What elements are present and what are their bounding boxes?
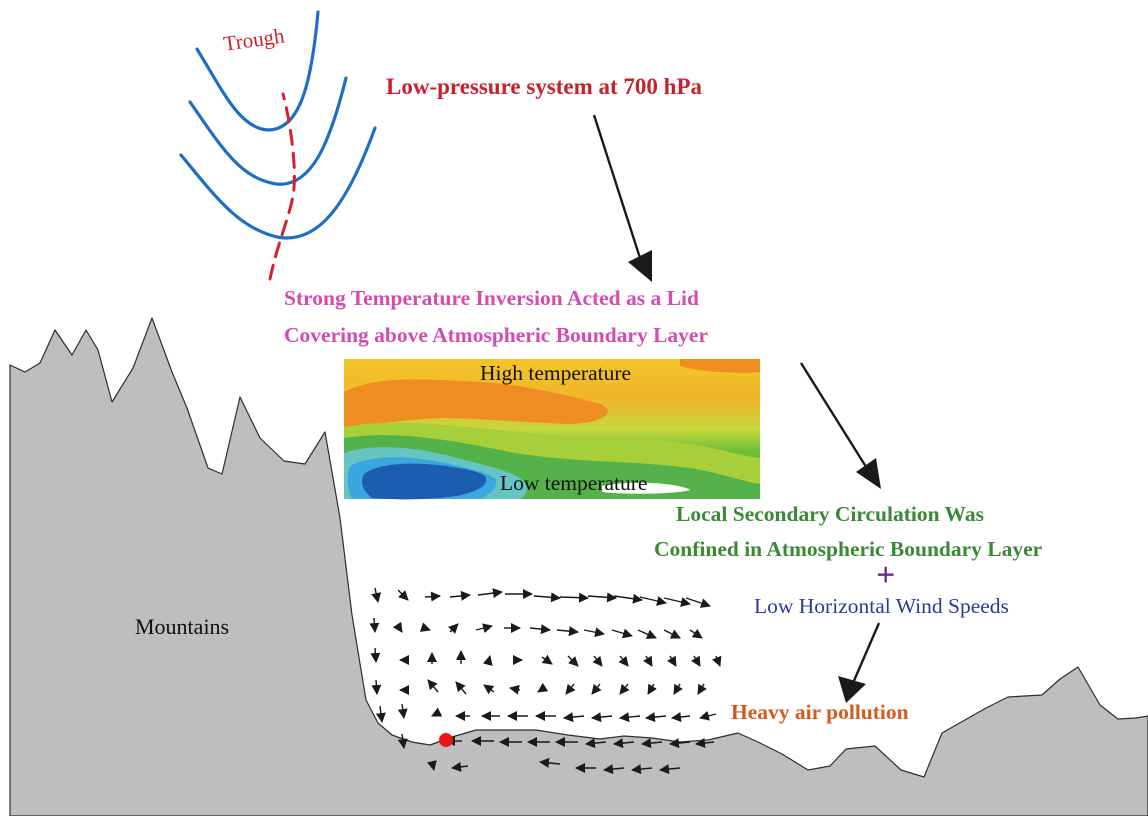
wind-vector-field <box>369 587 722 775</box>
low-wind-label: Low Horizontal Wind Speeds <box>754 594 1009 618</box>
low-pressure-label: Low-pressure system at 700 hPa <box>386 74 703 99</box>
high-temperature-label: High temperature <box>480 361 632 385</box>
inversion-label-line2: Covering above Atmospheric Boundary Laye… <box>284 323 709 347</box>
contour-line-1 <box>195 10 320 132</box>
local-circulation-label-line2: Confined in Atmospheric Boundary Layer <box>654 537 1043 561</box>
arrow-inversion-to-circulation-head <box>856 458 881 489</box>
temperature-contour-orange <box>344 379 609 428</box>
temperature-contour-orange-top <box>680 359 760 373</box>
temperature-contour-blue <box>362 463 487 500</box>
trough-contours <box>179 10 377 240</box>
plus-sign: + <box>876 557 896 594</box>
trough-line <box>268 92 296 281</box>
arrow-inversion-to-circulation <box>799 362 870 471</box>
terrain-mountains-valley <box>9 317 1148 816</box>
temperature-contour-white <box>602 482 690 494</box>
contour-line-2 <box>188 76 348 186</box>
temperature-panel <box>344 359 760 500</box>
contour-line-3 <box>179 126 377 240</box>
mountains-label: Mountains <box>135 614 230 639</box>
arrow-wind-to-pollution-head <box>838 676 866 703</box>
heavy-pollution-label: Heavy air pollution <box>731 700 909 724</box>
flow-arrows <box>592 114 881 703</box>
pollution-source-dot <box>439 733 453 747</box>
arrow-lowpressure-to-inversion <box>592 114 642 259</box>
local-circulation-label-line1: Local Secondary Circulation Was <box>676 502 984 526</box>
arrow-lowpressure-to-inversion-head <box>628 250 652 282</box>
low-temperature-label: Low temperature <box>500 471 648 495</box>
arrow-wind-to-pollution <box>851 622 881 684</box>
inversion-label-line1: Strong Temperature Inversion Acted as a … <box>284 286 699 310</box>
